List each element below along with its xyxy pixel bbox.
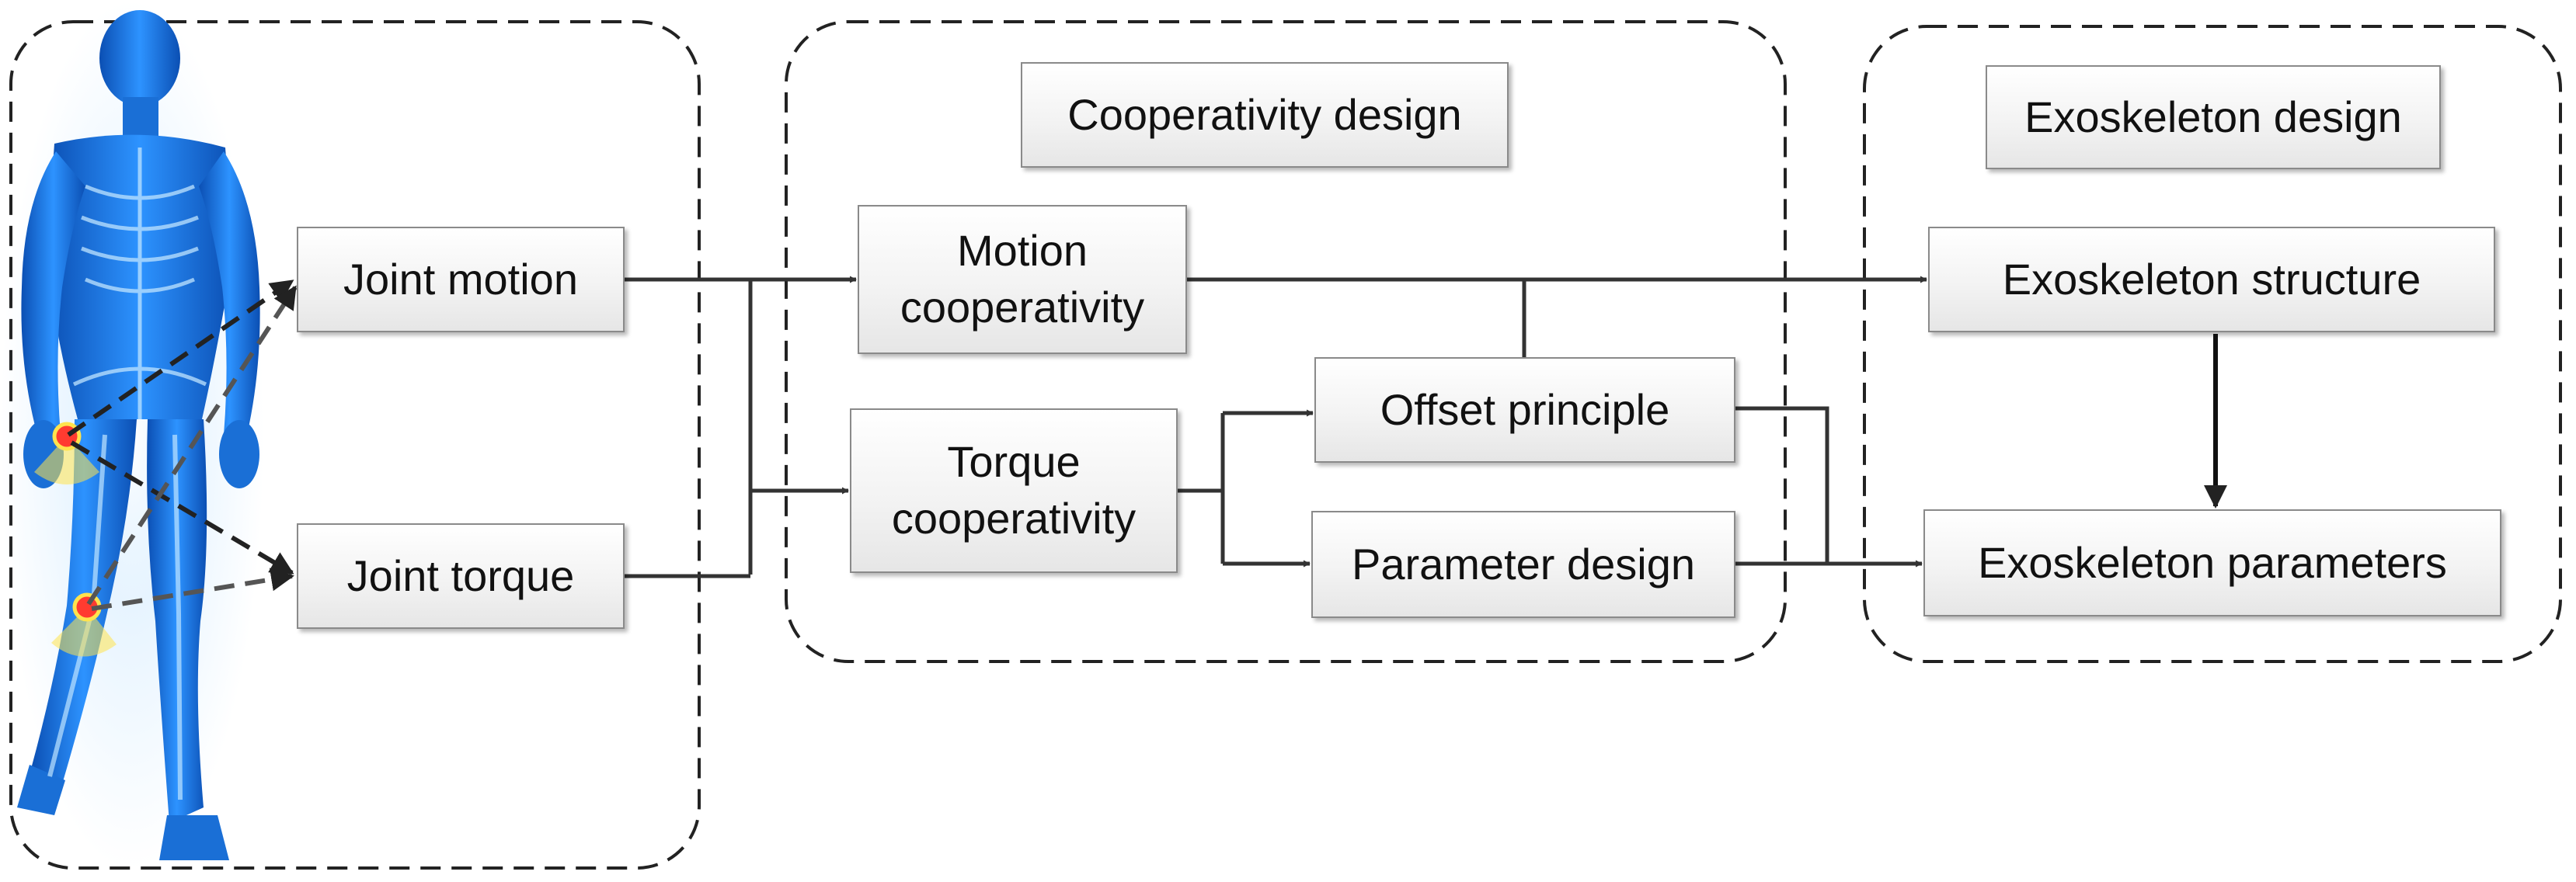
joint-motion-box: Joint motion: [297, 227, 625, 332]
parameter-design-box: Parameter design: [1311, 511, 1735, 618]
exoskeleton-parameters-box: Exoskeleton parameters: [1923, 509, 2501, 616]
cooperativity-group-container: [785, 20, 1787, 663]
edge-knee-to-joint-motion: [86, 285, 298, 606]
exoskeleton-design-title: Exoskeleton design: [1986, 65, 2441, 169]
cooperativity-design-title: Cooperativity design: [1021, 62, 1509, 168]
human-body-figure: [0, 0, 264, 870]
edge-offset-principle-right-down: [1735, 406, 1829, 564]
edge-knee-to-joint-torque: [91, 568, 294, 611]
edge-hip-to-joint-torque: [70, 440, 294, 575]
motion-cooperativity-box: Motion cooperativity: [858, 205, 1187, 354]
torque-cooperativity-box: Torque cooperativity: [850, 408, 1178, 573]
edge-hip-to-joint-motion: [67, 279, 294, 437]
exoskeleton-structure-box: Exoskeleton structure: [1928, 227, 2495, 332]
joint-torque-box: Joint torque: [297, 523, 625, 629]
exoskeleton-group-container: [1863, 25, 2562, 663]
offset-principle-box: Offset principle: [1314, 357, 1735, 463]
